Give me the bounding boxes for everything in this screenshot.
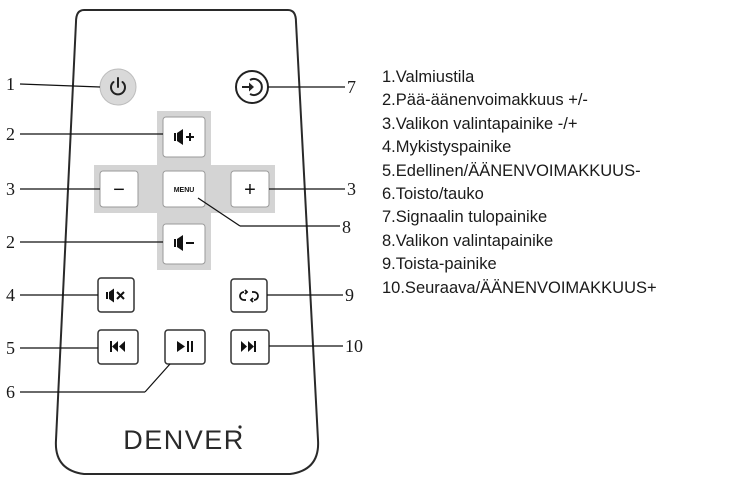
repeat-icon (239, 289, 259, 303)
input-button[interactable] (235, 70, 269, 104)
legend-item: 7.Signaalin tulopainike (382, 208, 548, 227)
legend-item: 5.Edellinen/ÄÄNENVOIMAKKUUS- (382, 161, 641, 180)
callout-line-standby (19, 83, 101, 88)
volume-up-button[interactable] (162, 116, 206, 158)
next-icon (241, 341, 256, 352)
menu-minus-button[interactable]: − (99, 170, 139, 208)
legend-item: 3.Valikon valintapainike -/+ (382, 114, 578, 133)
legend-item: 9.Toista-painike (382, 255, 497, 274)
callout-line-menu (197, 197, 241, 227)
input-icon (242, 78, 263, 96)
callout-lines (19, 83, 345, 393)
callout-number-menu: 8 (342, 217, 351, 237)
callout-number-mute: 4 (6, 285, 15, 305)
brand-registered-mark (238, 425, 242, 429)
repeat-button[interactable] (230, 278, 268, 313)
callout-number-input: 7 (347, 77, 356, 97)
legend-item: 2.Pää-äänenvoimakkuus +/- (382, 91, 588, 110)
play-pause-button[interactable] (164, 329, 206, 365)
menu-label: MENU (174, 187, 195, 194)
legend-item: 1.Valmiustila (382, 68, 475, 86)
volume-up-icon (174, 129, 194, 145)
legend-item: 6.Toisto/tauko (382, 185, 484, 204)
brand-logo: DENVER (123, 425, 245, 455)
volume-down-icon (174, 235, 194, 251)
legend-item: 8.Valikon valintapainike (382, 231, 554, 250)
callout-number-menu-plus: 3 (347, 179, 356, 199)
legend-item: 4.Mykistyspainike (382, 138, 512, 157)
previous-button[interactable] (97, 329, 139, 365)
callout-number-main-volume-down: 2 (6, 232, 15, 252)
next-button[interactable] (230, 329, 270, 365)
callout-number-repeat: 9 (345, 285, 354, 305)
callout-number-standby: 1 (6, 74, 15, 94)
minus-label: − (113, 179, 125, 201)
callout-number-main-volume-up: 2 (6, 124, 15, 144)
menu-button[interactable]: MENU (162, 170, 206, 208)
volume-down-button[interactable] (162, 223, 206, 265)
mute-button[interactable] (97, 277, 135, 313)
legend-item: 10.Seuraava/ÄÄNENVOIMAKKUUS+ (382, 278, 657, 297)
mute-icon (106, 288, 125, 303)
plus-label: + (244, 179, 256, 201)
callout-number-previous: 5 (6, 338, 15, 358)
callout-number-menu-minus: 3 (6, 179, 15, 199)
power-icon (110, 77, 126, 96)
callout-number-next: 10 (345, 336, 363, 356)
menu-plus-button[interactable]: + (230, 170, 270, 208)
standby-button[interactable] (99, 68, 137, 106)
play-pause-icon (177, 341, 193, 352)
previous-icon (110, 341, 125, 352)
callout-line-play-pause-a (144, 363, 171, 393)
callout-number-play-pause: 6 (6, 382, 15, 402)
legend-list: 1.Valmiustila 2.Pää-äänenvoimakkuus +/- … (382, 66, 657, 300)
